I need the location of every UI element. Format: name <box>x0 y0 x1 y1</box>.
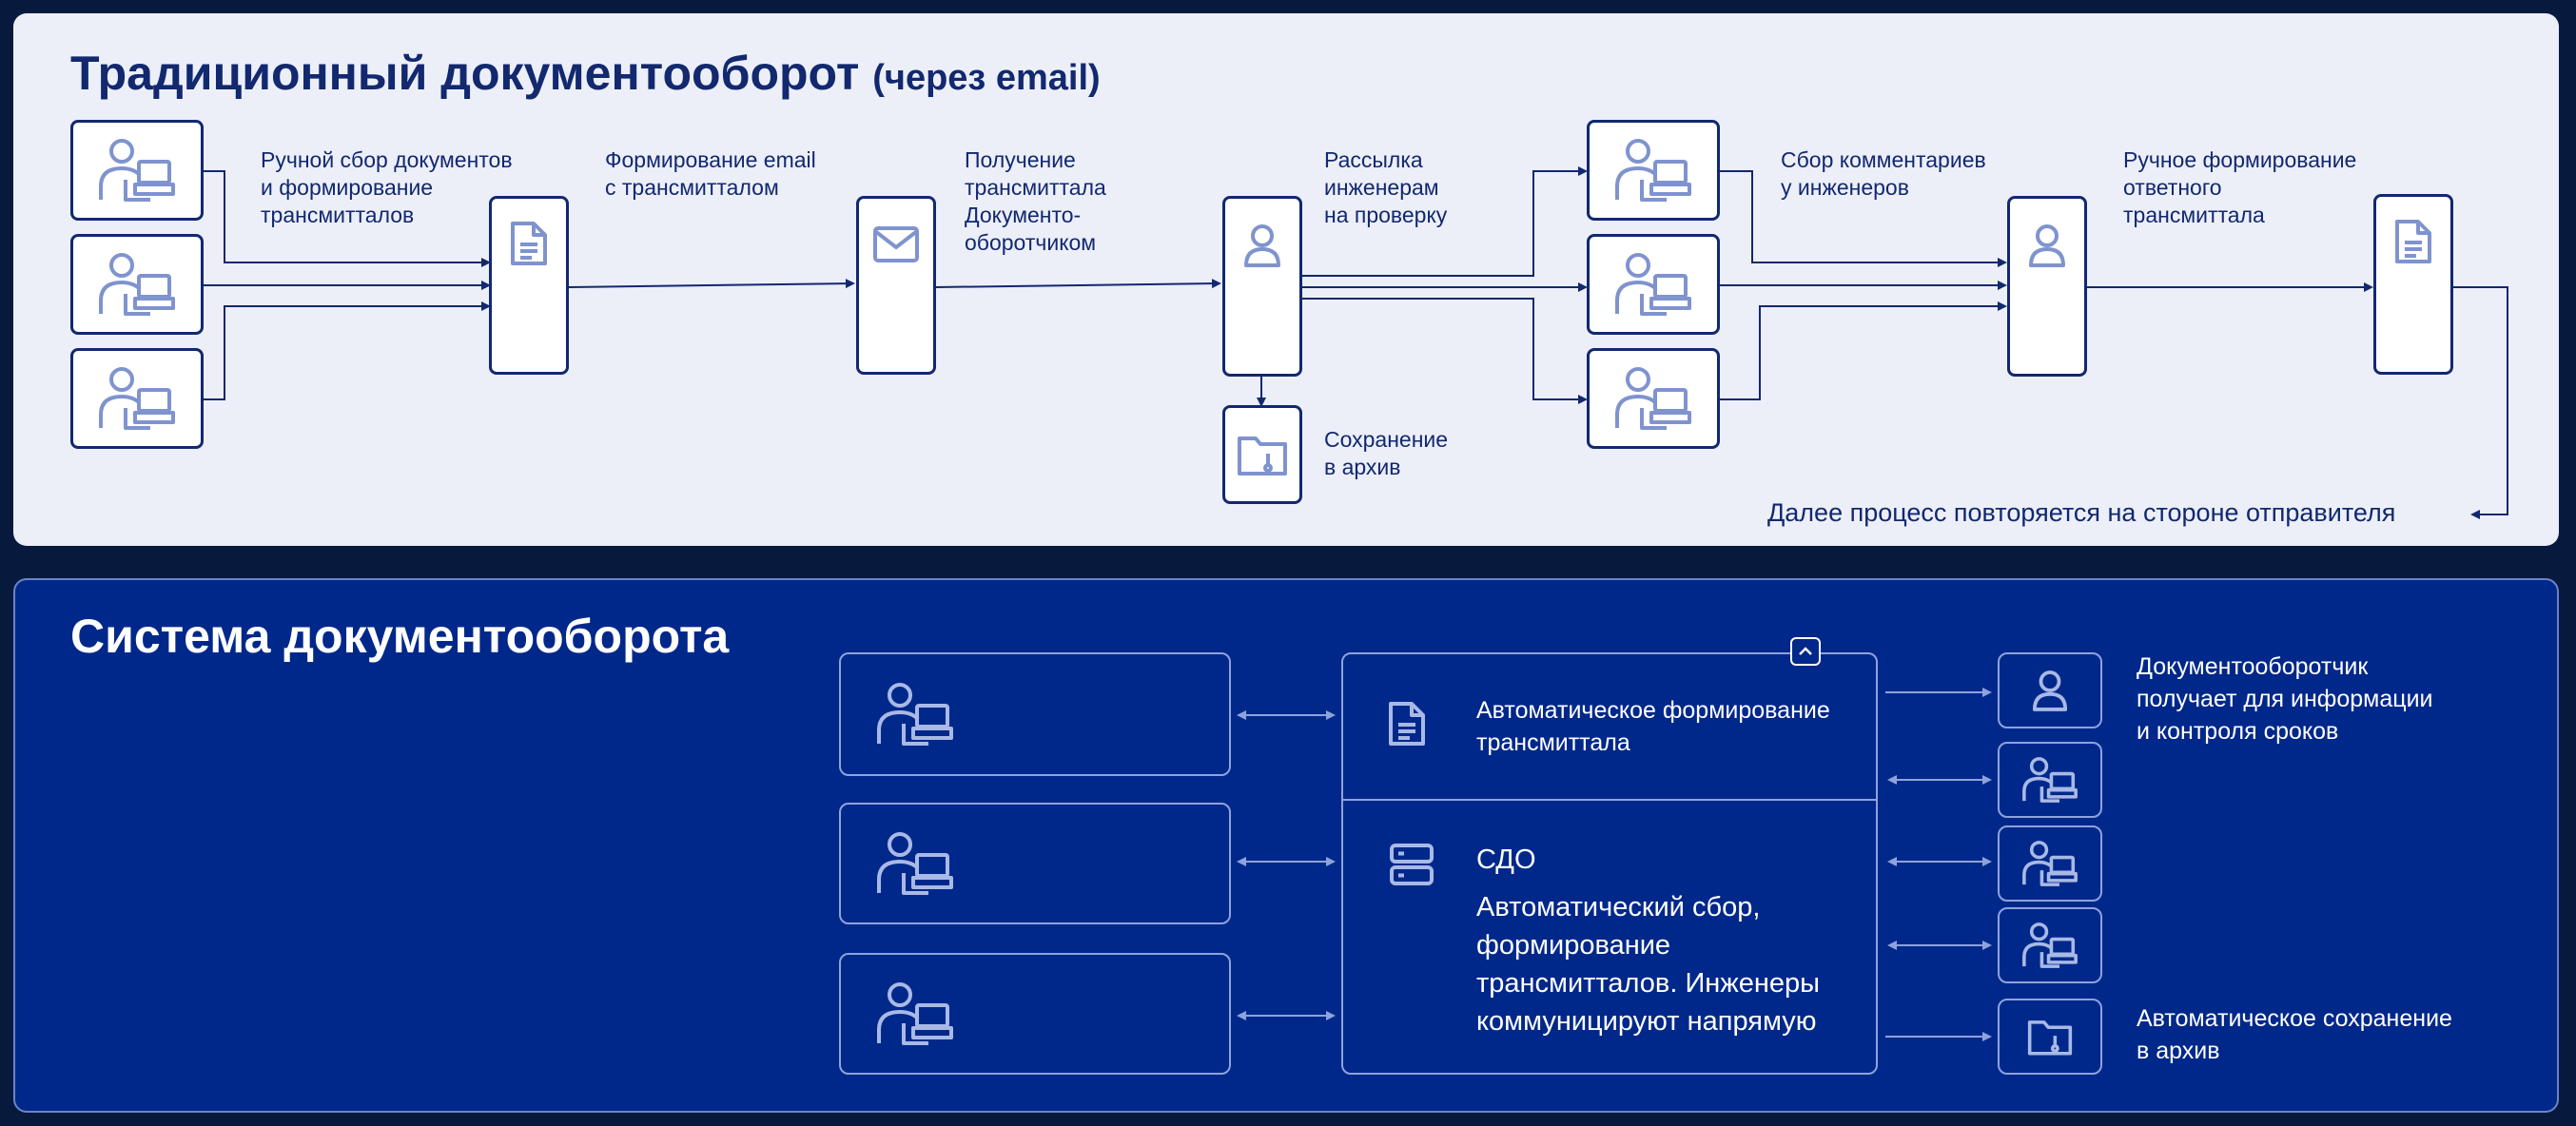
email-node <box>856 196 936 375</box>
engineer-workstation-icon <box>99 253 175 316</box>
engineer-node <box>70 234 204 335</box>
sdo-divider <box>1343 799 1878 801</box>
auto-forming-doc-icon <box>1387 700 1427 747</box>
step-receiving: Получение трансмиттала Документо- оборот… <box>965 147 1106 255</box>
step-archive: Сохранение в архив <box>1324 427 1449 479</box>
engineer-node <box>70 120 204 221</box>
document-icon <box>511 222 547 265</box>
engineer-node-system <box>839 652 1231 776</box>
engineer-node-system <box>839 803 1231 924</box>
traditional-title-suffix: (через email) <box>872 58 1101 98</box>
doc-controller-note: Документооборотчик получает для информац… <box>2137 653 2433 745</box>
sdo-server-icon-wrap <box>1389 843 1434 886</box>
engineer-workstation-icon <box>2022 757 2078 803</box>
auto-archive-note: Автоматическое сохранение в архив <box>2137 1005 2452 1064</box>
engineer-node <box>1587 120 1720 221</box>
sdo-central-box <box>1341 652 1878 1075</box>
engineer-workstation-icon <box>2022 841 2078 886</box>
engineer-workstation-icon <box>1615 139 1691 202</box>
engineer-node-system <box>839 953 1231 1075</box>
transmittal-document-node <box>489 196 569 375</box>
chevron-up-icon[interactable] <box>1790 637 1821 666</box>
engineer-workstation-icon <box>877 683 953 746</box>
engineer-workstation-icon <box>2022 922 2078 968</box>
mail-icon <box>873 226 919 262</box>
archive-folder-icon <box>2027 1020 2073 1056</box>
traditional-title: Традиционный документооборот (через emai… <box>70 47 1101 100</box>
step-collect-comments: Сбор комментариев у инженеров <box>1781 147 1986 200</box>
engineer-workstation-icon <box>877 982 953 1045</box>
engineer-workstation-icon <box>99 139 175 202</box>
person-icon <box>2029 224 2065 267</box>
step-manual-collection: Ручной сбор документов и формирование тр… <box>261 147 513 227</box>
document-icon <box>2395 220 2431 263</box>
document-controller-node-2 <box>2007 196 2087 377</box>
engineer-node <box>70 348 204 449</box>
archive-node <box>1222 405 1302 504</box>
document-icon <box>1389 702 1425 746</box>
auto-forming-label: Автоматическое формирование трансмиттала <box>1476 697 1830 756</box>
sdo-description: Автоматический сбор, формирование трансм… <box>1476 892 1820 1037</box>
system-title: Система документооборота <box>70 610 730 663</box>
doc-controller-node-system <box>1998 652 2102 728</box>
engineer-node-small <box>1998 825 2102 902</box>
engineer-workstation-icon <box>877 832 953 895</box>
repeat-note: Далее процесс повторяется на стороне отп… <box>1767 498 2396 527</box>
server-icon <box>1390 844 1434 885</box>
system-flow-panel <box>13 578 2559 1113</box>
step-sending-review: Рассылка инженерам на проверку <box>1324 147 1448 227</box>
engineer-workstation-icon <box>1615 367 1691 430</box>
engineer-node <box>1587 234 1720 335</box>
sdo-title: СДО <box>1476 844 1536 875</box>
person-icon <box>1244 224 1280 267</box>
engineer-node <box>1587 348 1720 449</box>
step-email-forming: Формирование email с трансмитталом <box>605 147 816 200</box>
response-document-node <box>2373 194 2453 375</box>
engineer-workstation-icon <box>1615 253 1691 316</box>
engineer-node-small <box>1998 742 2102 818</box>
person-icon <box>2032 670 2068 711</box>
engineer-workstation-icon <box>99 367 175 430</box>
engineer-node-small <box>1998 907 2102 983</box>
archive-folder-icon <box>1238 437 1287 476</box>
archive-node-system <box>1998 999 2102 1075</box>
document-controller-node <box>1222 196 1302 377</box>
step-manual-response: Ручное формирование ответного трансмитта… <box>2123 147 2357 227</box>
